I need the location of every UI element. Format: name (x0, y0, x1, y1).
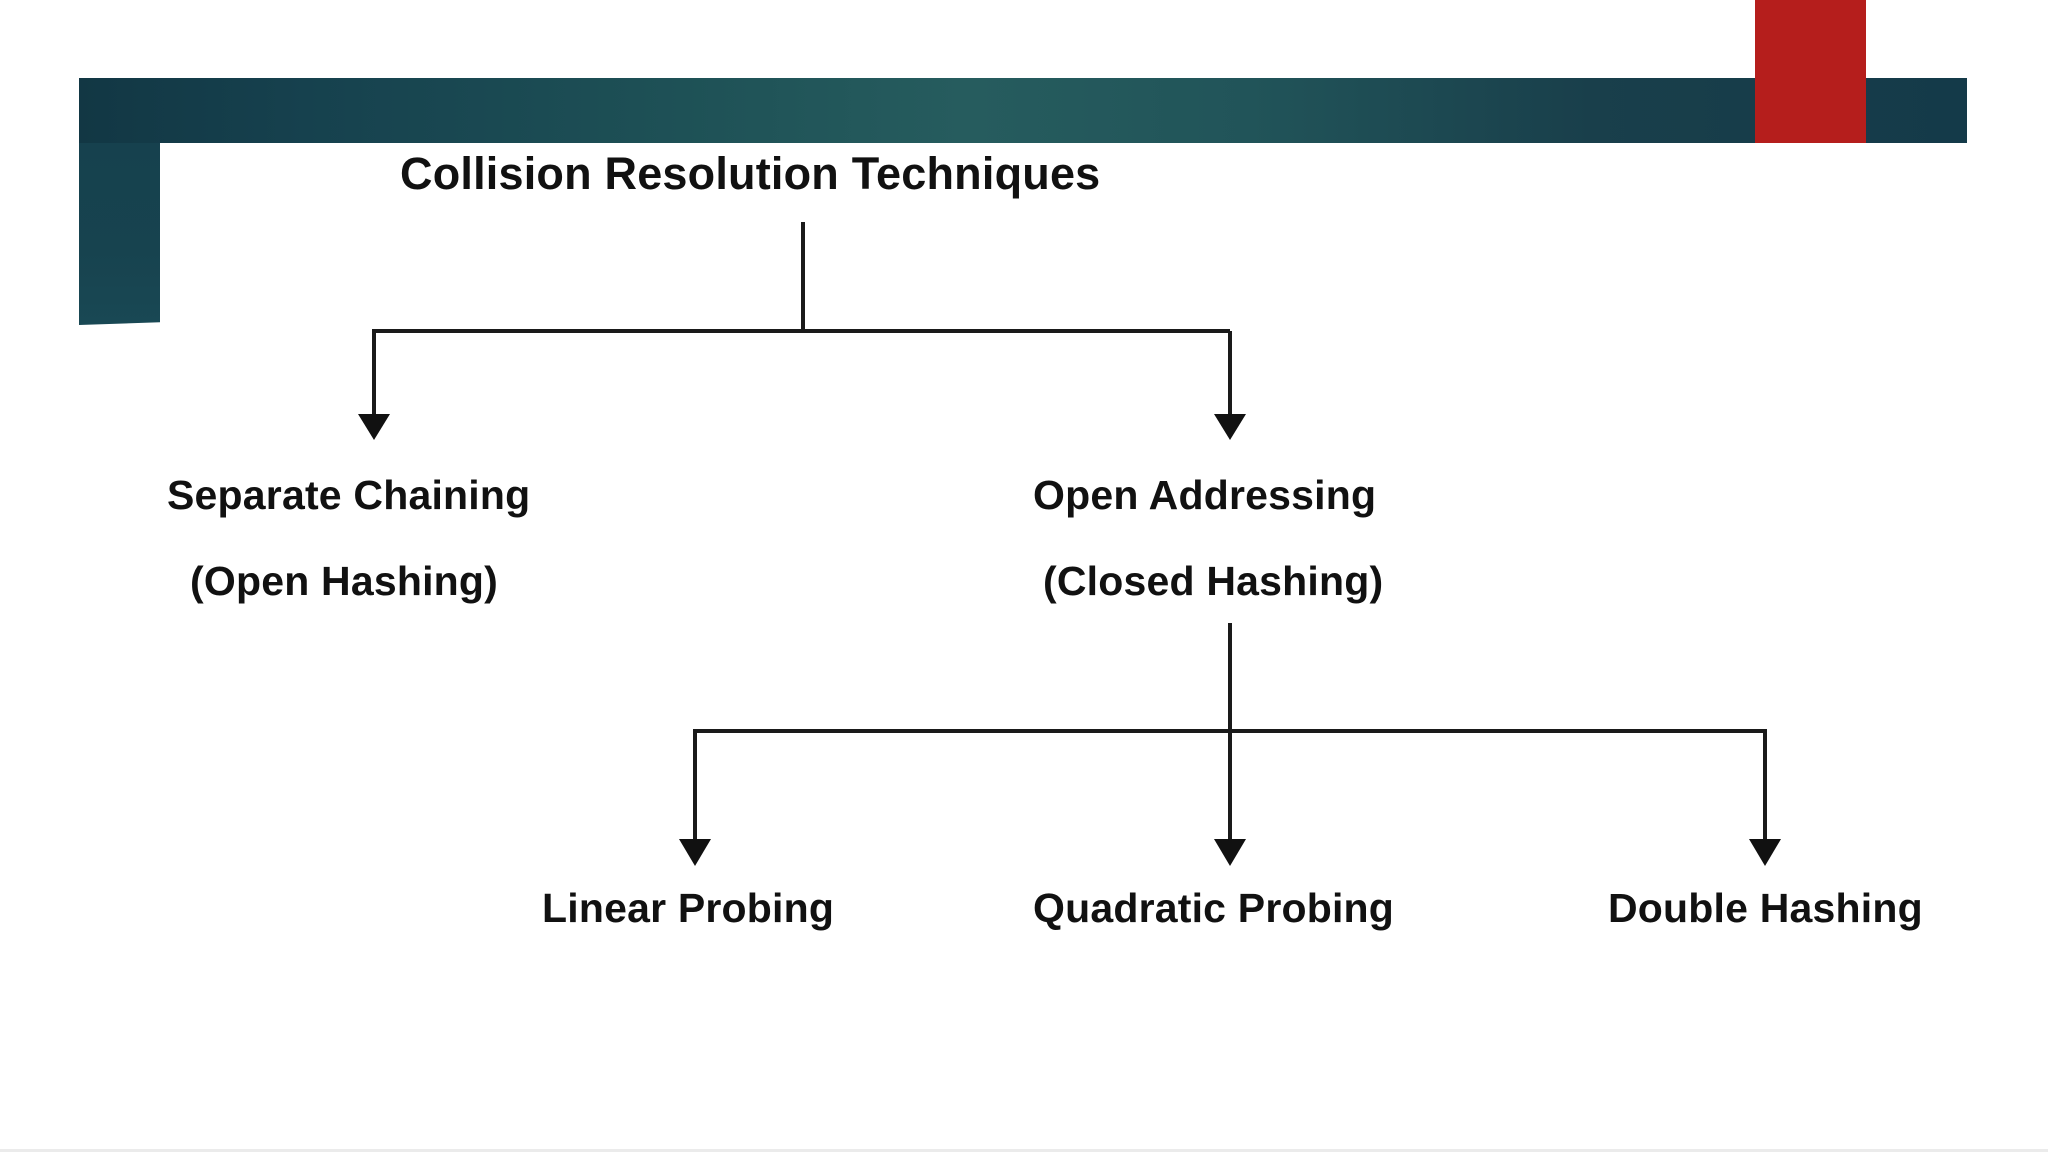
banner-left-leg (79, 143, 160, 325)
node-open-addressing: Open Addressing (1033, 472, 1377, 518)
node-double-hashing: Double Hashing (1608, 885, 1923, 931)
node-quadratic-probing: Quadratic Probing (1033, 885, 1395, 931)
diagram-title: Collision Resolution Techniques (400, 148, 1101, 199)
node-open-addressing-sublabel: (Closed Hashing) (1043, 558, 1384, 604)
banner-red-accent (1755, 0, 1866, 143)
arrowhead-linear-probing (679, 839, 711, 866)
arrowhead-open-addressing (1214, 414, 1246, 440)
banner-teal-bar (79, 78, 1967, 143)
node-separate-chaining-sublabel: (Open Hashing) (190, 558, 499, 604)
node-separate-chaining: Separate Chaining (167, 472, 531, 518)
arrowhead-double-hashing (1749, 839, 1781, 866)
node-linear-probing: Linear Probing (542, 885, 835, 931)
arrowhead-quadratic-probing (1214, 839, 1246, 866)
arrowhead-separate-chaining (358, 414, 390, 440)
